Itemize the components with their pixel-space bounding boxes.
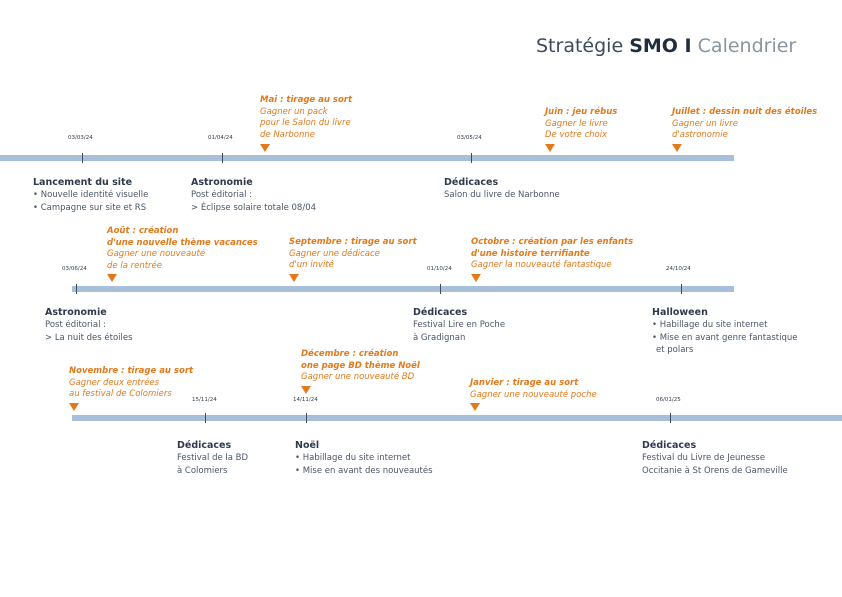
contest-november: Novembre : tirage au sort Gagner deux en… xyxy=(69,366,194,400)
timeline-tick xyxy=(222,153,223,163)
timeline-date: 24/10/24 xyxy=(666,266,691,272)
contest-may: Mai : tirage au sort Gagner un pack pour… xyxy=(260,95,353,140)
timeline-date: 03/03/24 xyxy=(68,135,93,141)
contest-december: Décembre : création one page BD thème No… xyxy=(301,349,420,383)
timeline-tick xyxy=(82,153,83,163)
timeline-date: 01/10/24 xyxy=(427,266,452,272)
marker-triangle-icon xyxy=(289,274,299,282)
marker-triangle-icon xyxy=(672,144,682,152)
marker-triangle-icon xyxy=(471,274,481,282)
event-site-launch: Lancement du site • Nouvelle identité vi… xyxy=(33,177,149,213)
timeline-date: 14/11/24 xyxy=(293,397,318,403)
marker-triangle-icon xyxy=(107,274,117,282)
contest-october: Octobre : création par les enfants d'une… xyxy=(471,237,634,271)
marker-triangle-icon xyxy=(69,403,79,411)
timeline-tick xyxy=(670,413,671,423)
contest-september: Septembre : tirage au sort Gagner une dé… xyxy=(289,237,417,271)
event-dedicaces-gradignan: Dédicaces Festival Lire en Poche à Gradi… xyxy=(413,307,506,343)
timeline-date: 06/01/25 xyxy=(656,397,681,403)
contest-july: Juillet : dessin nuit des étoiles Gagner… xyxy=(672,107,818,141)
contest-august: Août : création d'une nouvelle thème vac… xyxy=(107,226,258,271)
marker-triangle-icon xyxy=(301,386,311,394)
timeline-date: 03/06/24 xyxy=(62,266,87,272)
page-title: Stratégie SMO I Calendrier xyxy=(536,35,797,57)
timeline-tick xyxy=(440,284,441,294)
marker-triangle-icon xyxy=(470,403,480,411)
timeline-bar-1 xyxy=(0,155,734,161)
event-dedicaces-colomiers: Dédicaces Festival de la BD à Colomiers xyxy=(177,440,249,476)
event-noel: Noël • Habillage du site internet • Mise… xyxy=(295,440,433,476)
event-astronomy-april: Astronomie Post éditorial : > Éclipse so… xyxy=(191,177,317,213)
timeline-tick xyxy=(76,284,77,294)
event-astronomy-august: Astronomie Post éditorial : > La nuit de… xyxy=(45,307,133,343)
timeline-date: 15/11/24 xyxy=(192,397,217,403)
timeline-date: 03/05/24 xyxy=(457,135,482,141)
marker-triangle-icon xyxy=(545,144,555,152)
timeline-bar-2 xyxy=(72,286,734,292)
event-dedicaces-st-orens: Dédicaces Festival du Livre de Jeunesse … xyxy=(642,440,788,476)
marker-triangle-icon xyxy=(260,144,270,152)
contest-january: Janvier : tirage au sort Gagner une nouv… xyxy=(470,378,597,400)
timeline-tick xyxy=(205,413,206,423)
contest-june: Juin : jeu rébus Gagner le livre De votr… xyxy=(545,107,618,141)
timeline-bar-3 xyxy=(72,415,842,421)
timeline-tick xyxy=(306,413,307,423)
timeline-date: 01/04/24 xyxy=(208,135,233,141)
event-dedicaces-narbonne: Dédicaces Salon du livre de Narbonne xyxy=(444,177,560,200)
timeline-tick xyxy=(471,153,472,163)
event-halloween: Halloween • Habillage du site internet •… xyxy=(652,307,798,355)
timeline-tick xyxy=(681,284,682,294)
